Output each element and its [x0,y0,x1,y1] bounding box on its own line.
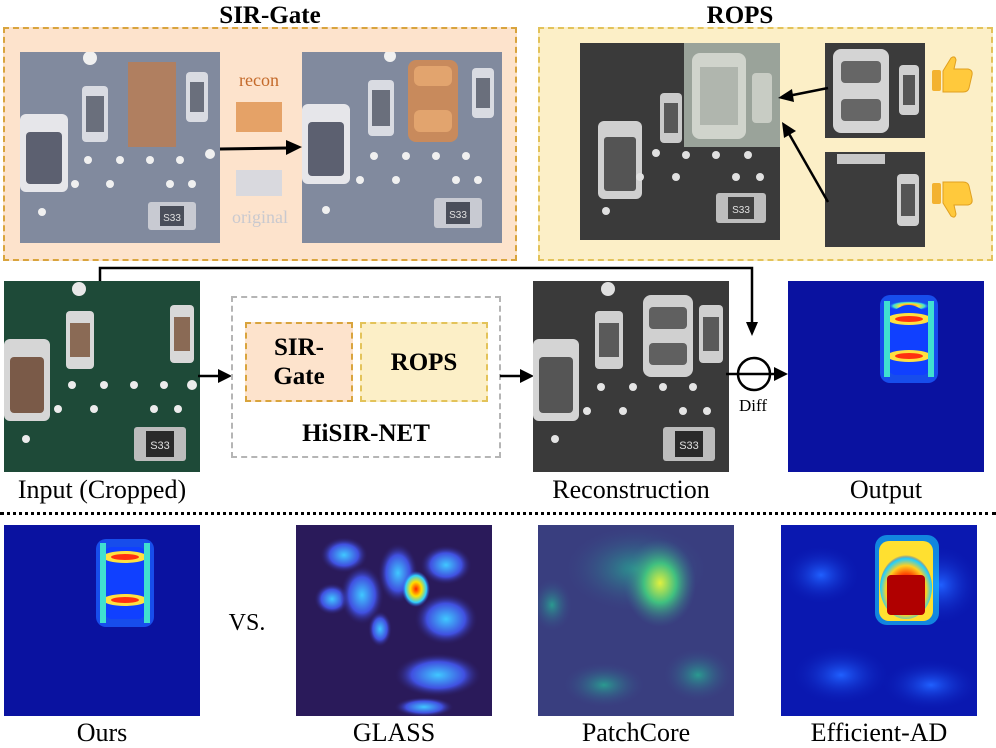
section-separator [0,512,996,515]
legend-recon-swatch [236,102,282,132]
sir-gate-result-image: S33 [302,52,502,243]
glass-heatmap [296,525,492,716]
svg-text:S33: S33 [163,213,181,224]
arrow-to-reconstruction-icon [500,369,534,383]
rops-good-patch-image [825,43,925,138]
legend-recon-label: recon [239,70,279,90]
svg-text:S33: S33 [679,440,699,452]
rops-arrows [778,86,830,203]
method-caption-ours: Ours [76,718,128,747]
reconstruction-caption: Reconstruction [552,475,710,504]
rops-bad-patch-image [825,152,925,247]
ours-heatmap [4,525,200,716]
input-image: S33 [4,281,200,472]
sir-gate-title: SIR-Gate [219,2,321,29]
method-caption-efficient-ad: Efficient-AD [810,718,948,747]
rops-title: ROPS [706,2,774,29]
sir-gate-original-image: S33 [20,52,220,243]
sir-gate-arrow-icon [219,140,302,155]
svg-text:S33: S33 [449,210,467,221]
reconstruction-image: S33 [533,281,729,472]
legend-original-swatch [236,170,282,196]
vs-label: VS. [228,610,266,636]
method-caption-glass: GLASS [352,718,436,747]
thumbs-up-icon [930,54,974,94]
diff-label: Diff [738,396,767,415]
skip-connection-line [98,266,758,336]
diff-operator-icon [726,356,788,392]
method-caption-patchcore: PatchCore [581,718,691,747]
arrow-to-network-icon [198,369,232,383]
svg-text:S33: S33 [150,440,170,452]
legend-original-label: original [232,207,288,227]
rops-main-image: S33 [580,43,780,240]
efficient-ad-heatmap [781,525,977,716]
output-caption: Output [849,475,923,504]
patchcore-heatmap [538,525,734,716]
output-heatmap [788,281,984,472]
thumbs-down-icon [930,180,974,220]
rops-module: ROPS [360,322,488,402]
input-caption: Input (Cropped) [17,475,187,504]
svg-text:S33: S33 [732,205,750,216]
sir-gate-module: SIR-Gate [245,322,353,402]
hisir-net-label: HiSIR-NET [302,419,430,447]
